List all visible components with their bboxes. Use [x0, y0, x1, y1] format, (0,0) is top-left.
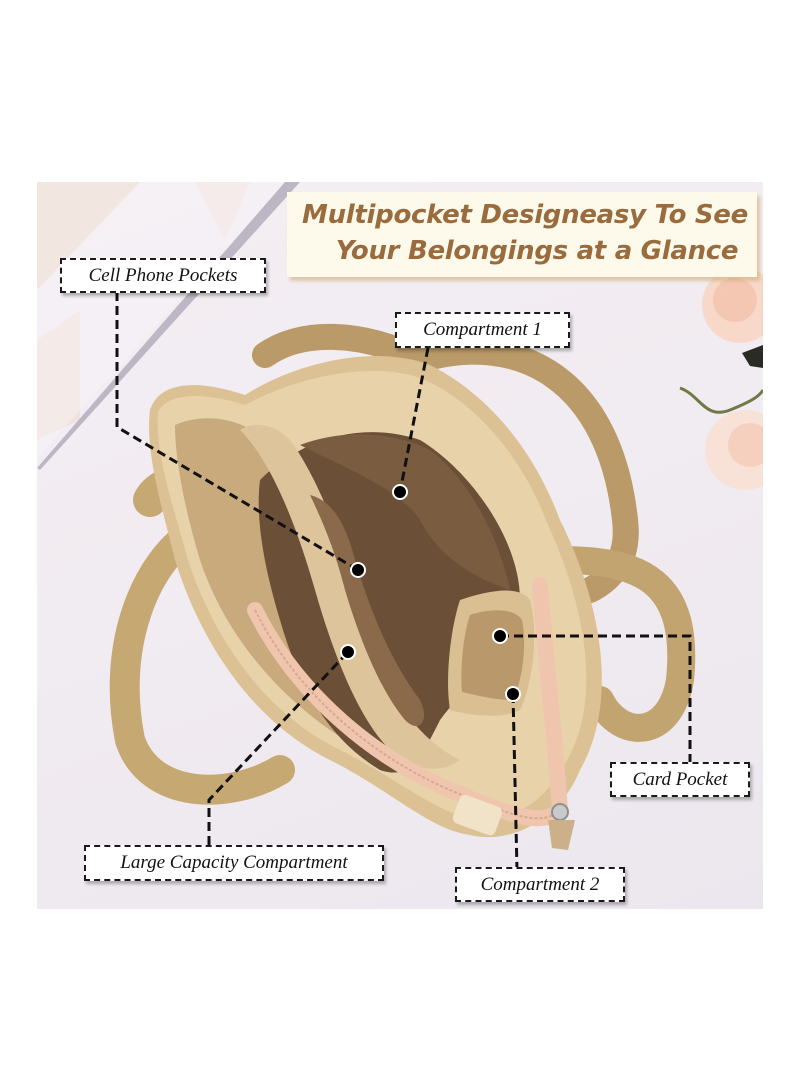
callout-cell-phone-pockets: Cell Phone Pockets: [60, 258, 266, 293]
product-photo: [37, 182, 763, 909]
headline-line-2: Your Belongings at a Glance: [335, 236, 739, 266]
zipper-pull: [551, 803, 569, 821]
callout-large-capacity-compartment: Large Capacity Compartment: [84, 845, 384, 881]
leader-card-pocket: [500, 634, 692, 765]
headline-line-1: Multipocket Designeasy To See: [302, 200, 748, 230]
dot-large-capacity: [340, 644, 356, 660]
dot-card-pocket: [492, 628, 508, 644]
target-dots: [340, 484, 521, 702]
leader-compartment-2: [511, 693, 519, 871]
leader-compartment-1: [398, 347, 430, 493]
leader-lines: [115, 292, 692, 871]
bag-illustration: [37, 182, 763, 871]
callout-compartment-2: Compartment 2: [455, 867, 625, 902]
dot-compartment-1: [392, 484, 408, 500]
dot-compartment-2: [505, 686, 521, 702]
headline-banner: Multipocket Designeasy To See Your Belon…: [287, 192, 757, 277]
callout-card-pocket: Card Pocket: [610, 762, 750, 797]
dot-cell-phone: [350, 562, 366, 578]
leader-large-capacity: [207, 650, 350, 845]
callout-compartment-1: Compartment 1: [395, 312, 570, 348]
leader-cell-phone: [115, 292, 359, 572]
